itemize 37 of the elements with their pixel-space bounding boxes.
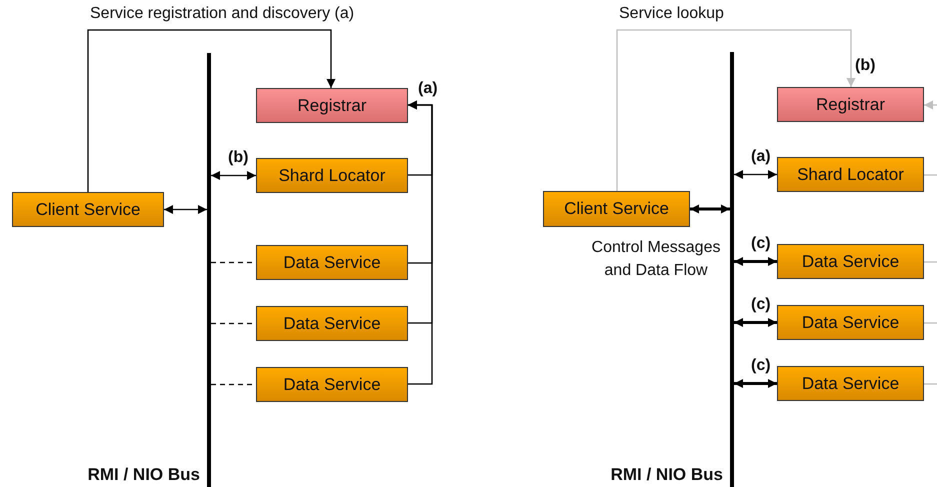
connector-arrow [924,100,937,110]
bus-bar [207,53,211,487]
service-box: Client Service [543,191,690,227]
connector-arrow [734,318,777,327]
edge-label: (a) [418,81,438,97]
connector-arrow [164,205,207,214]
flow-note: Control Messages and Data Flow [590,238,722,281]
service-box: Data Service [256,245,408,280]
callout-letter: (b) [855,56,876,76]
service-box: Data Service [777,305,924,340]
connector-arrow [87,29,336,192]
service-box: Shard Locator [777,157,924,192]
bus-label: RMI / NIO Bus [610,464,723,486]
service-box: Data Service [777,366,924,401]
edge-label: (c) [751,236,771,252]
connector-arrow [408,100,433,385]
edge-label: Service lookup [619,6,724,22]
edge-label: (c) [751,358,771,374]
service-box: Data Service [777,244,924,279]
edge-label: (b) [228,150,248,166]
registrar-box: Registrar [777,87,924,122]
service-box: Shard Locator [256,158,408,193]
connector-arrow [734,379,777,388]
edge-label: (c) [751,297,771,313]
connector-arrow [211,171,256,180]
registrar-box: Registrar [256,88,408,123]
connector-arrow [734,257,777,266]
connector-arrow [734,170,777,179]
service-box: Client Service [12,192,164,227]
service-box: Data Service [256,367,408,402]
service-box: Data Service [256,306,408,341]
bus-bar [730,52,734,487]
connector-arrow [690,204,730,214]
edge-label: Service registration and discovery (a) [90,6,354,22]
connector-arrow [616,29,856,191]
edge-label: (a) [751,149,771,165]
bus-label: RMI / NIO Bus [86,464,200,486]
